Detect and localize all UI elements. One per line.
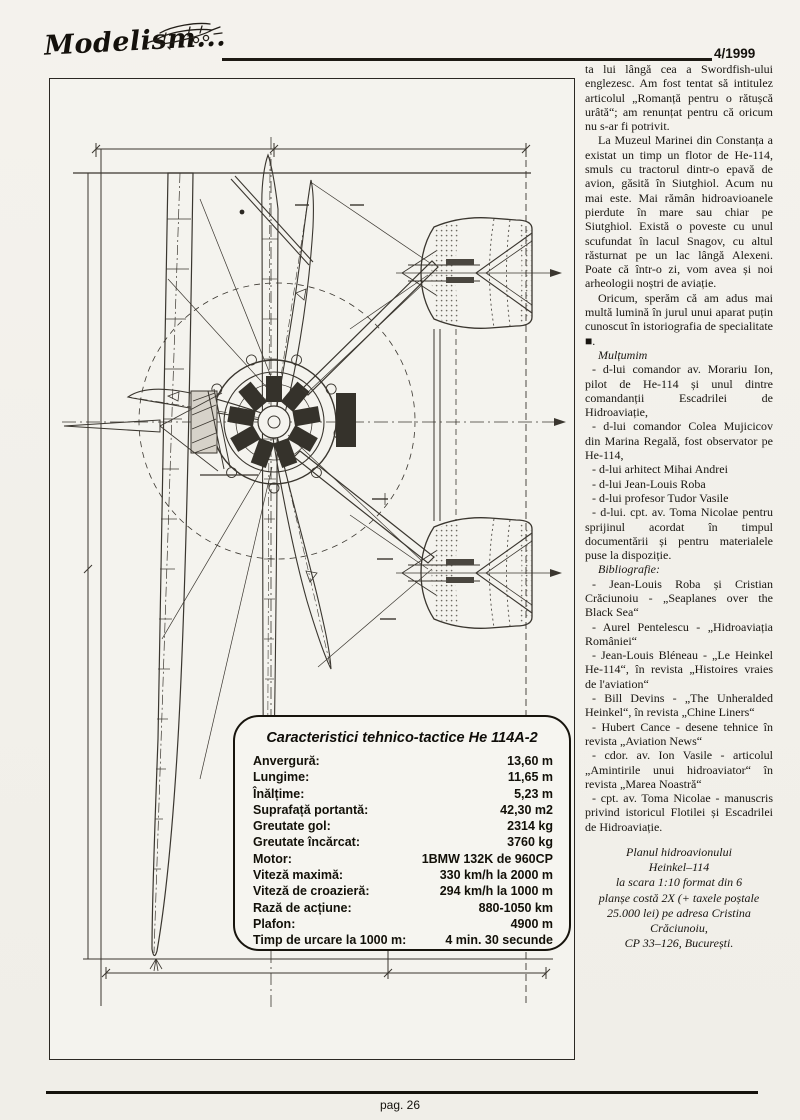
- spec-value: 5,23 m: [514, 786, 553, 801]
- thanks-item: - d-lui. cpt. av. Toma Nicolae pentru sp…: [585, 505, 773, 563]
- plan-note-line: 25.000 lei) pe adresa Cristina: [607, 905, 751, 920]
- drawing-panel: Caracteristici tehnico-tactice He 114A-2…: [49, 78, 575, 1060]
- spec-row: Înălțime: 5,23 m: [253, 786, 553, 802]
- issue-number: 4/1999: [714, 46, 756, 61]
- specs-title: Caracteristici tehnico-tactice He 114A-2: [266, 730, 538, 746]
- spec-label: Anvergură:: [253, 754, 320, 768]
- bibliography-item: - Aurel Pentelescu - „Hidroaviația Român…: [585, 619, 773, 648]
- spec-row: Anvergură: 13,60 m: [253, 753, 553, 769]
- spec-value: 4 min. 30 secunde: [445, 933, 553, 948]
- plan-note-line: planșe costă 2X (+ taxele poștale: [598, 890, 760, 905]
- article-paragraph: La Muzeul Marinei din Constanța a exista…: [585, 133, 773, 291]
- spec-label: Rază de acțiune:: [253, 900, 352, 915]
- spec-row: Rază de acțiune: 880-1050 km: [253, 900, 553, 916]
- thanks-item: - d-lui comandor Colea Mujicicov din Mar…: [585, 419, 773, 463]
- spec-row: Timp de urcare la 1000 m: 4 min. 30 secun…: [253, 932, 553, 948]
- spec-row: Viteză maximă: 330 km/h la 2000 m: [253, 867, 553, 883]
- header-rule: [222, 58, 712, 61]
- spec-value: 3760 kg: [507, 835, 553, 850]
- plan-note-line: Planul hidroavionului: [626, 845, 732, 860]
- bibliography-item: - Hubert Cance - desene tehnice în revis…: [585, 719, 773, 748]
- spec-value: 2314 kg: [507, 819, 553, 834]
- article-paragraph: ta lui lângă cea a Swordfish-ului englez…: [585, 62, 773, 134]
- spec-label: Viteză de croazieră:: [253, 884, 370, 899]
- plan-note-line: Crăciunoiu,: [650, 921, 708, 936]
- bibliography-item: - cpt. av. Toma Nicolae - manuscris priv…: [585, 791, 773, 834]
- spec-row: Lungime: 11,65 m: [253, 769, 553, 785]
- spec-value: 42,30 m2: [500, 802, 553, 817]
- spec-label: Greutate încărcat:: [253, 835, 360, 850]
- spec-label: Motor:: [253, 851, 292, 866]
- spec-row: Greutate încărcat: 3760 kg: [253, 834, 553, 850]
- spec-value: 294 km/h la 1000 m: [439, 884, 553, 899]
- bibliography-item: - Jean-Louis Bléneau - „Le Heinkel He-11…: [585, 648, 773, 691]
- spec-value: 330 km/h la 2000 m: [439, 868, 553, 883]
- spec-row: Viteză de croazieră: 294 km/h la 1000 m: [253, 883, 553, 899]
- spec-value: 4900 m: [510, 916, 553, 931]
- thanks-item: - d-lui arhitect Mihai Andrei: [592, 462, 728, 477]
- spec-label: Greutate gol:: [253, 819, 331, 834]
- plan-note-line: Heinkel–114: [648, 860, 710, 875]
- spec-label: Suprafață portantă:: [253, 802, 369, 817]
- bibliography-item: - Jean-Louis Roba și Cristian Crăciunoiu…: [585, 576, 773, 620]
- spec-label: Timp de urcare la 1000 m:: [253, 933, 407, 948]
- bibliography-heading: Bibliografie:: [598, 562, 660, 577]
- spec-row: Plafon: 4900 m: [253, 916, 553, 932]
- spec-label: Viteză maximă:: [253, 868, 344, 883]
- spec-value: 880-1050 km: [478, 900, 553, 915]
- plan-note-line: la scara 1:10 format din 6: [615, 875, 743, 890]
- he114-front-view-drawing: [62, 137, 566, 1009]
- thanks-item: - d-lui comandor av. Morariu Ion, pilot …: [585, 362, 773, 420]
- spec-row: Greutate gol: 2314 kg: [253, 818, 553, 834]
- thanks-item: - d-lui Jean-Louis Roba: [592, 476, 706, 491]
- spec-label: Lungime:: [253, 770, 310, 785]
- spec-value: 1BMW 132K de 960CP: [421, 851, 553, 866]
- spec-label: Înălțime:: [253, 786, 305, 801]
- bibliography-item: - Bill Devins - „The Unheralded Heinkel“…: [585, 691, 773, 720]
- biplane-doodle-icon: [145, 22, 223, 50]
- spec-value: 11,65 m: [507, 770, 553, 785]
- article-paragraph: Oricum, sperăm că am adus mai multă lumi…: [585, 290, 773, 348]
- plan-order-note: Planul hidroavionului Heinkel–114 la sca…: [585, 845, 773, 951]
- footer-rule: [46, 1091, 758, 1094]
- plan-note-line: CP 33–126, București.: [624, 936, 734, 951]
- specs-box: Caracteristici tehnico-tactice He 114A-2…: [233, 715, 571, 951]
- spec-row: Suprafață portantă: 42,30 m2: [253, 802, 553, 818]
- spec-row: Motor: 1BMW 132K de 960CP: [253, 851, 553, 867]
- specs-rows: Anvergură: 13,60 m Lungime: 11,65 m Înălți…: [253, 753, 553, 949]
- spec-label: Plafon:: [253, 916, 296, 931]
- thanks-item: - d-lui profesor Tudor Vasile: [592, 490, 729, 505]
- page-number: pag. 26: [379, 1098, 421, 1112]
- thanks-heading: Mulțumim: [598, 347, 648, 362]
- bibliography-item: - cdor. av. Ion Vasile - articolul „Amin…: [585, 748, 773, 791]
- spec-value: 13,60 m: [507, 754, 553, 768]
- article-column: ta lui lângă cea a Swordfish-ului englez…: [585, 62, 773, 951]
